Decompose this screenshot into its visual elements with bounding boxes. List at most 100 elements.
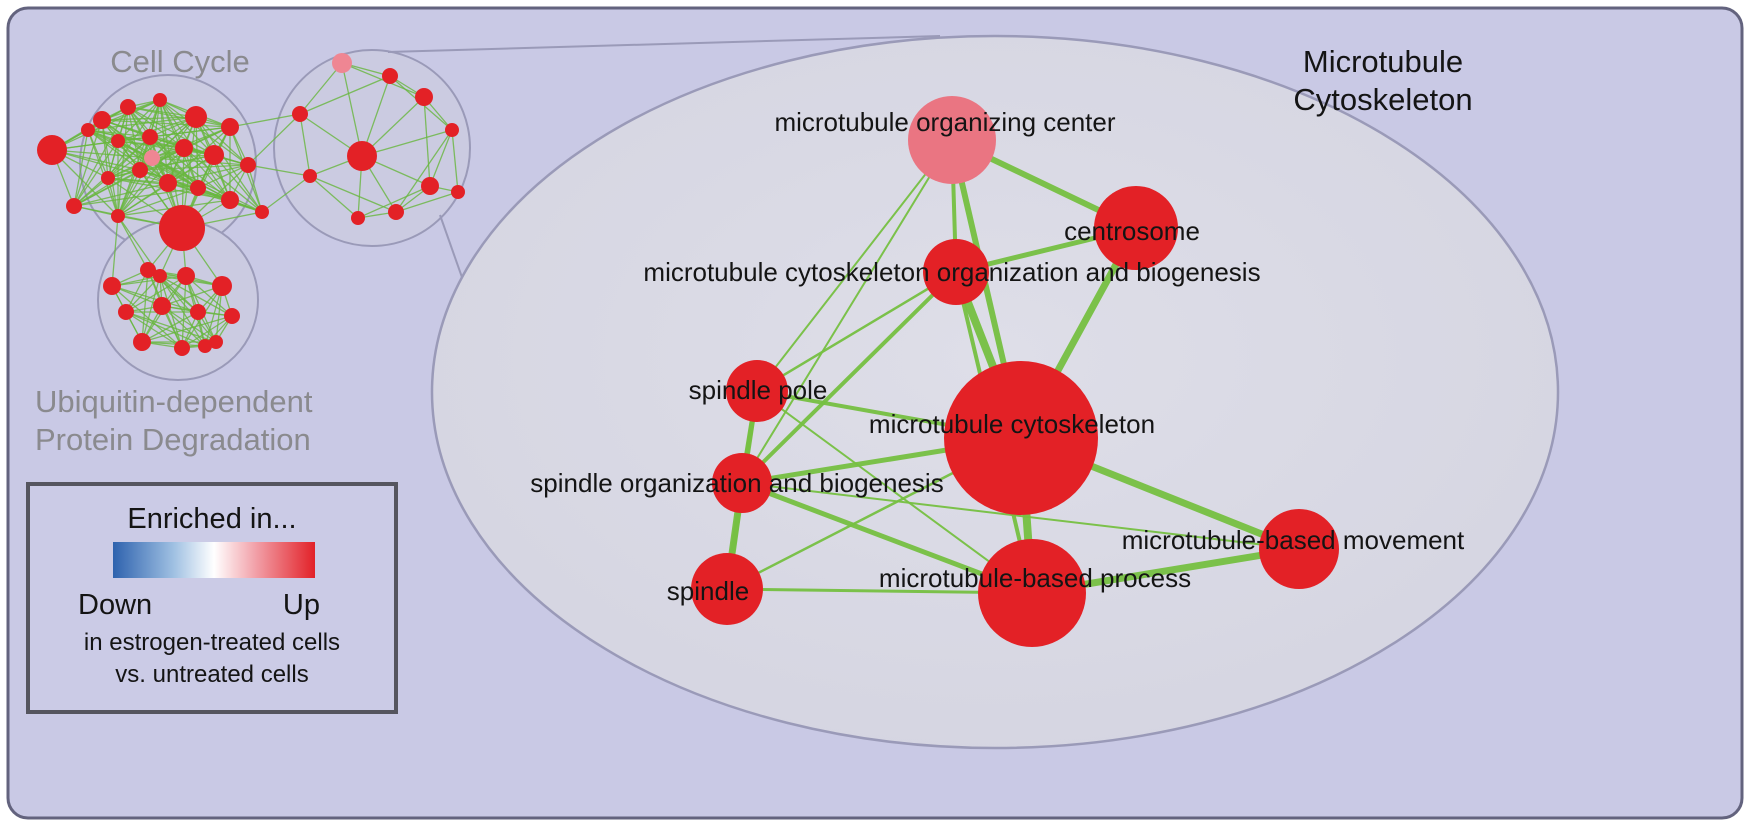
mini-edge — [247, 164, 263, 213]
mini-edge — [117, 215, 149, 271]
mini-edge — [107, 177, 199, 189]
edge-spindle_pole-mbp — [756, 390, 1033, 594]
mini-node — [81, 123, 95, 137]
mini-edge — [341, 62, 425, 98]
mini-node — [132, 162, 148, 178]
mini-node — [133, 333, 151, 351]
mini-node — [142, 129, 158, 145]
node-mbm — [1259, 509, 1339, 589]
edge-moc-spindle_pole — [756, 139, 953, 392]
legend-caption-line2: vs. untreated cells — [115, 661, 308, 688]
node-label-mbp: microtubule-based process — [879, 563, 1191, 593]
node-centrosome — [1094, 186, 1178, 270]
mini-edge — [73, 136, 151, 207]
mini-node — [415, 88, 433, 106]
mini-edge — [127, 106, 231, 128]
mini-edge — [117, 140, 215, 156]
mini-edge — [197, 164, 249, 189]
mini-edge — [117, 116, 197, 142]
legend-gradient-bar — [113, 542, 315, 578]
mini-edge — [247, 164, 311, 177]
mini-edge — [127, 106, 215, 156]
mini-edge — [151, 157, 263, 213]
mini-node — [159, 174, 177, 192]
mini-edge — [107, 157, 153, 179]
microtubule-title-line1: Microtubule — [1303, 44, 1463, 79]
edge-mcob-sob — [740, 270, 958, 485]
mini-edge — [195, 116, 263, 213]
mini-node — [204, 145, 224, 165]
mini-edge — [111, 215, 119, 287]
mini-edge — [161, 285, 223, 307]
mini-edge — [149, 126, 231, 138]
mini-edge — [73, 119, 103, 207]
edge-sob-mbm — [741, 482, 1300, 550]
node-label-spindle: spindle — [667, 576, 749, 606]
node-label-mbm: microtubule-based movement — [1122, 525, 1465, 555]
mini-node — [221, 191, 239, 209]
main-network-labels: microtubule organizing centercentrosomem… — [530, 107, 1465, 606]
mini-node — [153, 297, 171, 315]
mini-edge — [299, 75, 391, 115]
mini-node — [221, 118, 239, 136]
mini-node — [118, 304, 134, 320]
node-sob — [712, 453, 772, 513]
mini-node — [177, 267, 195, 285]
mini-node — [198, 339, 212, 353]
mini-edge — [159, 275, 199, 313]
node-spindle — [691, 553, 763, 625]
node-label-moc: microtubule organizing center — [774, 107, 1115, 137]
mini-node — [159, 205, 205, 251]
mini-edge — [51, 149, 119, 217]
node-mbp — [978, 539, 1086, 647]
mini-node — [140, 262, 156, 278]
mini-node — [445, 123, 459, 137]
mini-edge — [167, 126, 231, 184]
node-spindle_pole — [726, 360, 788, 422]
mini-edge — [151, 157, 249, 166]
mini-edge — [87, 129, 119, 217]
mini-node — [224, 308, 240, 324]
legend: Enriched in... Down Up in estrogen-treat… — [26, 482, 398, 714]
mini-edge — [423, 96, 431, 187]
mini-node — [212, 276, 232, 296]
edge-moc-sob — [741, 139, 953, 484]
mini-node — [332, 53, 352, 73]
mini-edge — [111, 285, 183, 349]
mini-edge — [117, 182, 169, 217]
node-label-sob: spindle organization and biogenesis — [530, 468, 943, 498]
mini-edge — [73, 129, 89, 207]
mini-edge — [73, 169, 141, 207]
mini-edge — [229, 113, 301, 128]
mini-node — [190, 180, 206, 196]
mini-edge — [451, 129, 459, 193]
mini-node — [93, 111, 111, 129]
mini-edge — [117, 136, 151, 217]
node-mc — [944, 361, 1098, 515]
mini-edge — [141, 275, 161, 343]
legend-up-label: Up — [283, 589, 320, 621]
mini-node — [190, 304, 206, 320]
mini-edge — [117, 187, 199, 217]
mini-edge — [117, 99, 161, 142]
mini-edge — [141, 315, 233, 343]
mini-edge — [73, 182, 169, 207]
legend-caption-line1: in estrogen-treated cells — [84, 629, 340, 656]
cell-cycle-title: Cell Cycle — [110, 44, 250, 79]
mini-node — [66, 198, 82, 214]
ubiquitin-title-line1: Ubiquitin-dependent — [35, 384, 313, 419]
mini-node — [240, 157, 256, 173]
mini-edge — [159, 275, 217, 343]
mini-node — [175, 139, 193, 157]
mini-node — [111, 209, 125, 223]
mini-node — [451, 185, 465, 199]
mini-node — [421, 177, 439, 195]
mini-edge — [185, 275, 233, 317]
mini-node — [144, 150, 160, 166]
legend-down-label: Down — [78, 589, 152, 621]
mini-node — [103, 277, 121, 295]
mini-node — [347, 141, 377, 171]
mini-edge — [261, 175, 311, 213]
mini-map-nodes — [37, 53, 465, 356]
